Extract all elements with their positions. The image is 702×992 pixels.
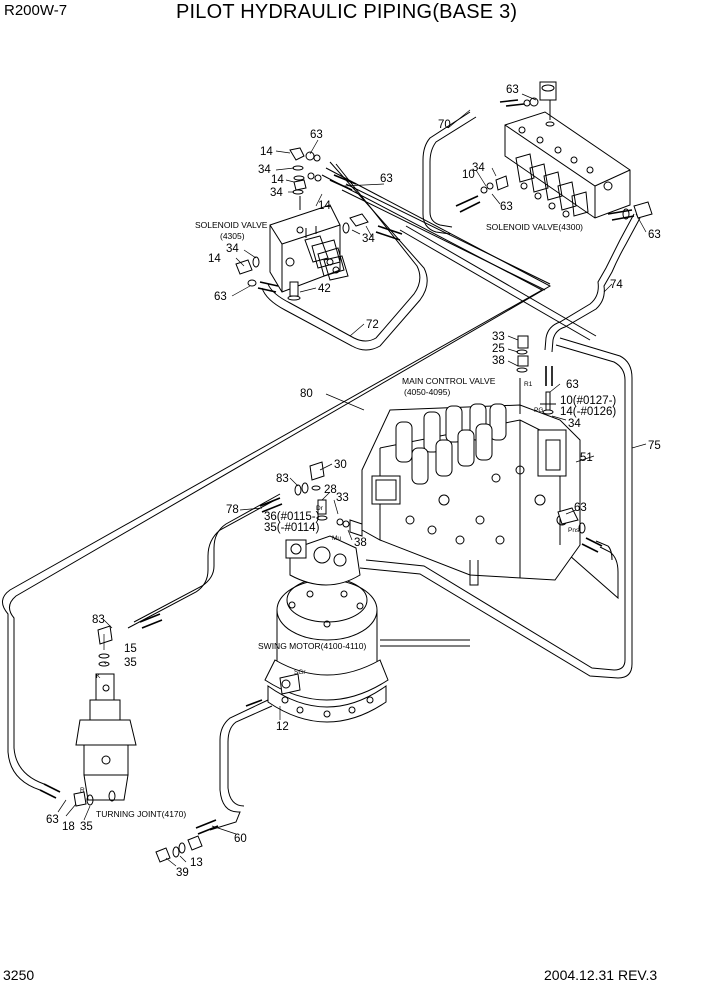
- callout-35: 35: [124, 657, 137, 669]
- callout-63: 63: [214, 291, 227, 303]
- callout-10: 10: [462, 169, 475, 181]
- callout-60: 60: [234, 833, 247, 845]
- callout-63: 63: [380, 173, 393, 185]
- turning-joint: [73, 625, 137, 807]
- port-mu: Mu: [332, 535, 341, 542]
- callout-34: 34: [568, 418, 581, 430]
- callout-51: 51: [580, 452, 593, 464]
- callout-63: 63: [310, 129, 323, 141]
- callout-34: 34: [362, 233, 375, 245]
- fittings-bottom: [155, 835, 203, 863]
- pipe-78: [127, 493, 281, 629]
- pipe-60: [209, 699, 273, 831]
- callout-14: 14: [318, 200, 331, 212]
- callout-33: 33: [336, 492, 349, 504]
- pipe-upper-lines: [341, 183, 597, 341]
- port-pns: Pns: [568, 527, 580, 534]
- port-r1: R1: [524, 381, 533, 388]
- pipe-72: [261, 161, 428, 351]
- label-main-control-valve: MAIN CONTROL VALVE: [402, 376, 496, 386]
- callout-63: 63: [648, 229, 661, 241]
- callout-34: 34: [226, 243, 239, 255]
- page-title: PILOT HYDRAULIC PIPING(BASE 3): [176, 1, 518, 23]
- callout-72: 72: [366, 319, 379, 331]
- callout-63: 63: [46, 814, 59, 826]
- callout-63: 63: [500, 201, 513, 213]
- callout-63: 63: [566, 379, 579, 391]
- label-swing-motor: SWING MOTOR(4100-4110): [258, 641, 366, 651]
- callout-70: 70: [438, 119, 451, 131]
- callout-38: 38: [354, 537, 367, 549]
- callout-12: 12: [276, 721, 289, 733]
- callout-34: 34: [472, 162, 485, 174]
- callout-30: 30: [334, 459, 347, 471]
- callout-28: 28: [324, 484, 337, 496]
- page-number: 3250: [3, 967, 35, 983]
- mcv-spools: [395, 403, 507, 485]
- port-marks: R1 PG Pns Mu Dr SGr K R: [80, 381, 580, 794]
- port-pg: PG: [534, 407, 543, 414]
- callout-18: 18: [62, 821, 75, 833]
- callout-42: 42: [318, 283, 331, 295]
- port-r: R: [80, 787, 85, 794]
- callout-83: 83: [92, 614, 105, 626]
- fittings-swing-motor: [294, 461, 363, 537]
- component-labels: SOLENOID VALVE (4305) SOLENOID VALVE(430…: [96, 220, 583, 819]
- fittings-mcv-top: [516, 335, 529, 373]
- pipe-75: [359, 337, 633, 679]
- callout-78: 78: [226, 504, 239, 516]
- model-code: R200W-7: [4, 2, 68, 19]
- callout-34: 34: [270, 187, 283, 199]
- label-solenoid-valve-4305: SOLENOID VALVE: [195, 220, 268, 230]
- date-revision: 2004.12.31 REV.3: [544, 967, 658, 983]
- hose-sleeves: [39, 99, 635, 835]
- pipe-51: [519, 511, 619, 600]
- callout-numbers: 63 70 14 63 34 14 34 14 63 10 34 63 63 3…: [46, 84, 661, 879]
- callout-14-0126: 14(-#0126): [560, 406, 616, 418]
- callout-63: 63: [574, 502, 587, 514]
- pipe-74: [544, 213, 641, 353]
- callout-15: 15: [124, 643, 137, 655]
- callout-13: 13: [190, 857, 203, 869]
- solenoid-valve-4305: [269, 204, 349, 293]
- callout-25: 25: [492, 343, 505, 355]
- pipe-70: [422, 111, 477, 235]
- callout-36-0115: 36(#0115-): [264, 511, 320, 523]
- callout-75: 75: [648, 440, 661, 452]
- port-k: K: [96, 673, 101, 680]
- pipe-80: [2, 167, 552, 791]
- callout-80: 80: [300, 388, 313, 400]
- callout-10-0127: 10(#0127-): [560, 395, 616, 407]
- pipe-swing-motor-return: [380, 639, 470, 647]
- callout-74: 74: [610, 279, 623, 291]
- leader-lines: [57, 93, 647, 867]
- callout-39: 39: [176, 867, 189, 879]
- swing-motor: [264, 535, 389, 723]
- label-turning-joint: TURNING JOINT(4170): [96, 809, 186, 819]
- label-solenoid-valve-4300: SOLENOID VALVE(4300): [486, 222, 583, 232]
- callout-14: 14: [271, 174, 284, 186]
- callout-14: 14: [260, 146, 273, 158]
- solenoid-valve-4300: [480, 81, 653, 220]
- fittings-solenoid-4305: [235, 147, 369, 301]
- callout-35: 35: [80, 821, 93, 833]
- port-dr: Dr: [316, 505, 324, 512]
- callout-83: 83: [276, 473, 289, 485]
- label-main-control-valve-code: (4050-4095): [404, 387, 450, 397]
- callout-35-0114: 35(-#0114): [264, 522, 320, 534]
- main-control-valve: [361, 378, 586, 586]
- label-solenoid-valve-4305-code: (4305): [220, 231, 245, 241]
- callout-33: 33: [492, 331, 505, 343]
- callout-34: 34: [258, 164, 271, 176]
- port-sgr: SGr: [294, 669, 306, 676]
- callout-63: 63: [506, 84, 519, 96]
- callout-38: 38: [492, 355, 505, 367]
- callout-14: 14: [208, 253, 221, 265]
